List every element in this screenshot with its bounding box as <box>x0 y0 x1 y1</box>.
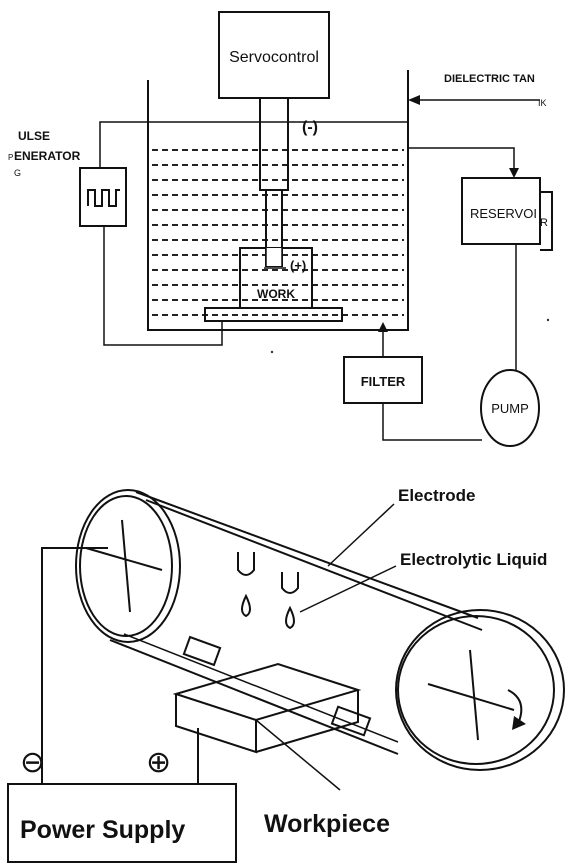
pulse-generator-label-line2: ENERATOR <box>14 149 81 163</box>
arrowhead-icon <box>408 95 420 105</box>
edm-diagram: Servocontrol (-) (+) WORK ULSE ENERATOR … <box>8 11 553 447</box>
work-table <box>204 307 343 322</box>
overflow-pipe <box>408 147 515 172</box>
workpiece-leader <box>255 719 341 791</box>
pump-label: PUMP <box>491 401 529 416</box>
pump-to-filter-line <box>382 403 482 441</box>
dielectric-tank-label-line1: DIELECTRIC TAN <box>444 73 535 85</box>
liquid-leader <box>299 565 397 613</box>
dielectric-tank <box>147 70 409 331</box>
wire-to-electrode <box>99 121 148 168</box>
dielectric-fluid <box>152 149 404 316</box>
belt-guide-left <box>182 635 222 667</box>
nozzle-icon <box>281 572 299 594</box>
power-supply-label: Power Supply <box>20 816 185 844</box>
wire-to-work <box>103 226 223 346</box>
droplet-icon <box>285 605 295 630</box>
minus-symbol-icon: ⊖ <box>20 746 45 779</box>
reservoir-box <box>461 177 541 245</box>
belt-bottom-line <box>109 639 399 755</box>
right-pulley <box>395 609 565 771</box>
pulse-generator-label-stub: P <box>8 153 13 162</box>
belt-bottom-line-inner <box>123 633 399 743</box>
servo-spindle <box>259 97 289 191</box>
dielectric-tank-label-line2: IK <box>538 98 547 108</box>
electrode-leader <box>327 503 395 567</box>
pump-circle <box>480 369 540 447</box>
belt-top-line <box>135 491 479 619</box>
belt-guide-right <box>330 705 372 737</box>
belt-top-line-inner <box>145 499 483 631</box>
positive-terminal-label: (+) <box>290 258 306 273</box>
nozzle-icon <box>237 552 255 576</box>
return-arrow-icon <box>378 322 388 332</box>
servocontrol-label: Servocontrol <box>229 49 319 66</box>
pulse-wave-icon <box>87 189 120 207</box>
plus-symbol-icon: ⊕ <box>146 746 171 779</box>
droplet-icon <box>241 593 251 618</box>
workpiece-top <box>172 662 362 722</box>
left-pulley <box>75 489 181 643</box>
work-label: WORK <box>257 287 295 301</box>
power-supply-box <box>7 783 237 863</box>
negative-wire <box>41 547 108 784</box>
electrode-label: Electrode <box>398 486 475 505</box>
reservoir-label-r: R <box>540 217 548 229</box>
workpiece-label: Workpiece <box>264 810 390 838</box>
pulse-generator-label-line3: G <box>14 168 21 178</box>
right-pulley-spoke <box>469 649 479 741</box>
pulse-generator-box <box>79 167 127 227</box>
workpiece-front <box>175 694 257 754</box>
workpiece-side <box>255 690 359 753</box>
electrolytic-liquid-label: Electrolytic Liquid <box>400 550 547 569</box>
reservoir-side <box>540 191 553 251</box>
pulse-generator-label-line1: ULSE <box>18 129 50 143</box>
ecm-diagram: Electrode Electrolytic Liquid ⊖ ⊕ Power … <box>7 486 565 863</box>
reservoir-label: RESERVOI <box>470 206 537 221</box>
left-pulley-spoke <box>121 519 131 613</box>
negative-terminal-label: (-) <box>302 119 318 136</box>
filter-label: FILTER <box>361 374 406 389</box>
flow-arrow-icon <box>509 168 519 178</box>
